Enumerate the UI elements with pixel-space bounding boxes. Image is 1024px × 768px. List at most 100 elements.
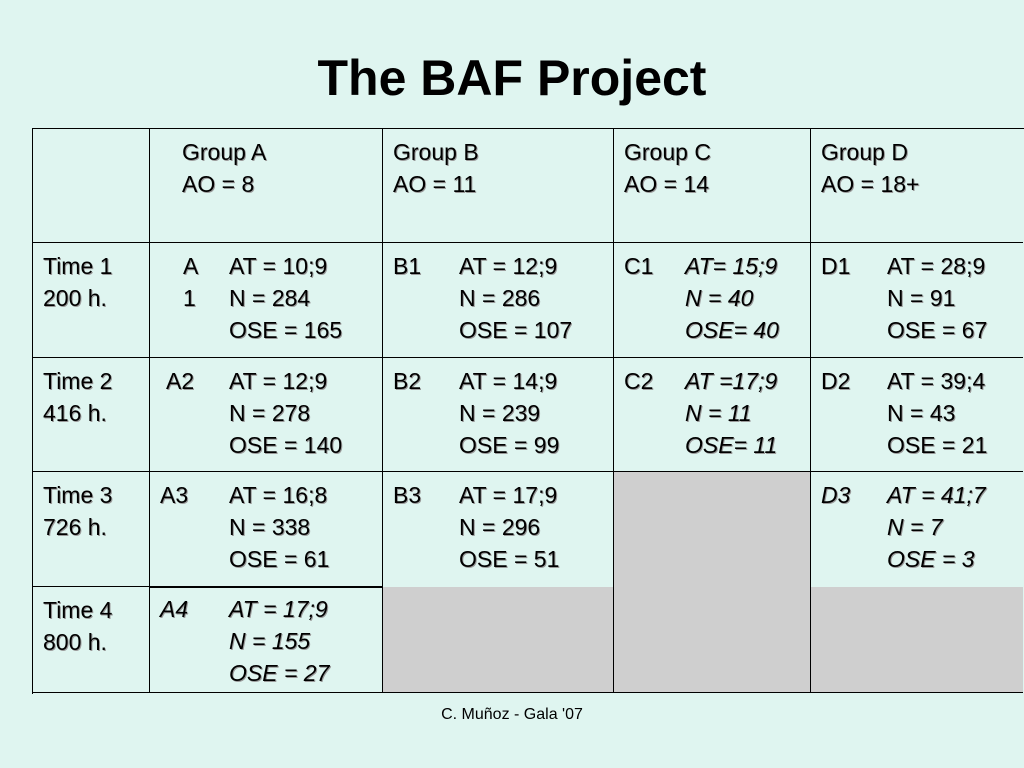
cell-d1-n: N = 91	[887, 285, 956, 311]
cell-d3-values: AT = 41;7 N = 7 OSE = 3	[887, 479, 986, 575]
cell-a2-ose: OSE = 140	[229, 432, 343, 458]
cell-d3-n: N = 7	[887, 514, 943, 540]
time-2-cell: Time 2 416 h.	[33, 358, 150, 472]
cell-a1-code: A 1	[183, 250, 198, 314]
cell-b2-ose: OSE = 99	[459, 432, 560, 458]
time-4-hours: 800 h.	[43, 629, 107, 655]
cell-b2-n: N = 239	[459, 400, 541, 426]
cell-a1-values: AT = 10;9 N = 284 OSE = 165	[229, 250, 342, 346]
cell-a2: A2 AT = 12;9 N = 278 OSE = 140	[150, 358, 383, 472]
cell-d1-at: AT = 28;9	[887, 253, 986, 279]
group-a-name: Group A	[182, 139, 267, 165]
cell-b3-at: AT = 17;9	[459, 482, 558, 508]
cell-a4-code: A4	[160, 596, 189, 622]
cell-b2-values: AT = 14;9 N = 239 OSE = 99	[459, 365, 559, 461]
cell-d2: D2 AT = 39;4 N = 43 OSE = 21	[811, 358, 1023, 472]
header-group-d: Group D AO = 18+	[811, 129, 1023, 243]
cell-d2-ose: OSE = 21	[887, 432, 988, 458]
cell-b3-n: N = 296	[459, 514, 541, 540]
cell-c2-at: AT =17;9	[685, 368, 778, 394]
cell-a1-ose: OSE = 165	[229, 317, 343, 343]
header-group-a: Group A AO = 8	[150, 129, 383, 243]
cell-a4-values: AT = 17;9 N = 155 OSE = 27	[229, 593, 329, 689]
cell-d3-ose: OSE = 3	[887, 546, 975, 572]
cell-c2: C2 AT =17;9 N = 11 OSE= 11	[614, 358, 811, 472]
cell-d3-code: D3	[821, 482, 851, 508]
cell-a1-n: N = 284	[229, 285, 311, 311]
cell-b1: B1 AT = 12;9 N = 286 OSE = 107	[383, 243, 614, 358]
cell-a3-values: AT = 16;8 N = 338 OSE = 61	[229, 479, 329, 575]
time-2-label: Time 2	[43, 368, 113, 394]
time-4-label: Time 4	[43, 597, 113, 623]
cell-c1-ose: OSE= 40	[685, 317, 779, 343]
header-corner-cell	[33, 129, 150, 243]
time-2-hours: 416 h.	[43, 400, 107, 426]
group-b-ao: AO = 11	[393, 171, 477, 197]
cell-a3-ose: OSE = 61	[229, 546, 330, 572]
cell-d2-n: N = 43	[887, 400, 956, 426]
cell-b3-code: B3	[393, 482, 422, 508]
cell-a2-code: A2	[166, 368, 195, 394]
cell-c1-at: AT= 15;9	[685, 253, 778, 279]
cell-b2: B2 AT = 14;9 N = 239 OSE = 99	[383, 358, 614, 472]
cell-b1-ose: OSE = 107	[459, 317, 573, 343]
cell-c1-code: C1	[624, 253, 654, 279]
cell-a1-code-line1: A	[183, 253, 199, 279]
cell-b3: B3 AT = 17;9 N = 296 OSE = 51	[383, 472, 614, 587]
time-3-cell: Time 3 726 h.	[33, 472, 150, 587]
cell-b2-code: B2	[393, 368, 422, 394]
cell-c4-empty	[614, 587, 811, 693]
cell-c2-n: N = 11	[685, 400, 752, 426]
cell-d3-at: AT = 41;7	[887, 482, 986, 508]
cell-c2-ose: OSE= 11	[685, 432, 778, 458]
cell-d2-code: D2	[821, 368, 851, 394]
cell-c1: C1 AT= 15;9 N = 40 OSE= 40	[614, 243, 811, 358]
group-b-name: Group B	[393, 139, 479, 165]
cell-a4-ose: OSE = 27	[229, 660, 330, 686]
cell-c2-values: AT =17;9 N = 11 OSE= 11	[685, 365, 777, 461]
header-group-c: Group C AO = 14	[614, 129, 811, 243]
cell-a2-at: AT = 12;9	[229, 368, 328, 394]
time-1-hours: 200 h.	[43, 285, 107, 311]
cell-d1-values: AT = 28;9 N = 91 OSE = 67	[887, 250, 987, 346]
cell-a4-at: AT = 17;9	[229, 596, 328, 622]
cell-d3: D3 AT = 41;7 N = 7 OSE = 3	[811, 472, 1023, 587]
cell-d1-code: D1	[821, 253, 851, 279]
cell-a1-at: AT = 10;9	[229, 253, 328, 279]
time-4-cell: Time 4 800 h.	[33, 587, 150, 693]
cell-a2-values: AT = 12;9 N = 278 OSE = 140	[229, 365, 342, 461]
slide-title: The BAF Project	[317, 50, 707, 106]
cell-a3: A3 AT = 16;8 N = 338 OSE = 61	[150, 472, 383, 587]
cell-d1-ose: OSE = 67	[887, 317, 988, 343]
cell-c1-n: N = 40	[685, 285, 754, 311]
header-group-b: Group B AO = 11	[383, 129, 614, 243]
cell-a2-n: N = 278	[229, 400, 311, 426]
cell-a1-code-line2: 1	[183, 285, 196, 311]
group-d-ao: AO = 18+	[821, 171, 920, 197]
baf-table: Group A AO = 8 Group B AO = 11 Group C A…	[32, 128, 1024, 694]
cell-d4-empty	[811, 587, 1023, 693]
cell-b3-ose: OSE = 51	[459, 546, 560, 572]
cell-d1: D1 AT = 28;9 N = 91 OSE = 67	[811, 243, 1023, 358]
time-3-hours: 726 h.	[43, 514, 107, 540]
cell-c1-values: AT= 15;9 N = 40 OSE= 40	[685, 250, 779, 346]
cell-a3-at: AT = 16;8	[229, 482, 328, 508]
cell-a3-code: A3	[160, 482, 189, 508]
group-c-ao: AO = 14	[624, 171, 710, 197]
cell-b2-at: AT = 14;9	[459, 368, 558, 394]
group-d-name: Group D	[821, 139, 908, 165]
cell-b1-values: AT = 12;9 N = 286 OSE = 107	[459, 250, 572, 346]
cell-b1-code: B1	[393, 253, 422, 279]
time-3-label: Time 3	[43, 482, 113, 508]
cell-d2-at: AT = 39;4	[887, 368, 986, 394]
cell-d2-values: AT = 39;4 N = 43 OSE = 21	[887, 365, 987, 461]
footer-credit: C. Muñoz - Gala '07	[441, 706, 583, 723]
time-1-label: Time 1	[43, 253, 113, 279]
cell-a4-n: N = 155	[229, 628, 311, 654]
cell-b3-values: AT = 17;9 N = 296 OSE = 51	[459, 479, 559, 575]
cell-a3-n: N = 338	[229, 514, 311, 540]
group-a-ao: AO = 8	[182, 171, 255, 197]
cell-c3-empty	[614, 472, 811, 587]
cell-a4: A4 AT = 17;9 N = 155 OSE = 27	[150, 587, 383, 693]
cell-b4-empty	[383, 587, 614, 693]
